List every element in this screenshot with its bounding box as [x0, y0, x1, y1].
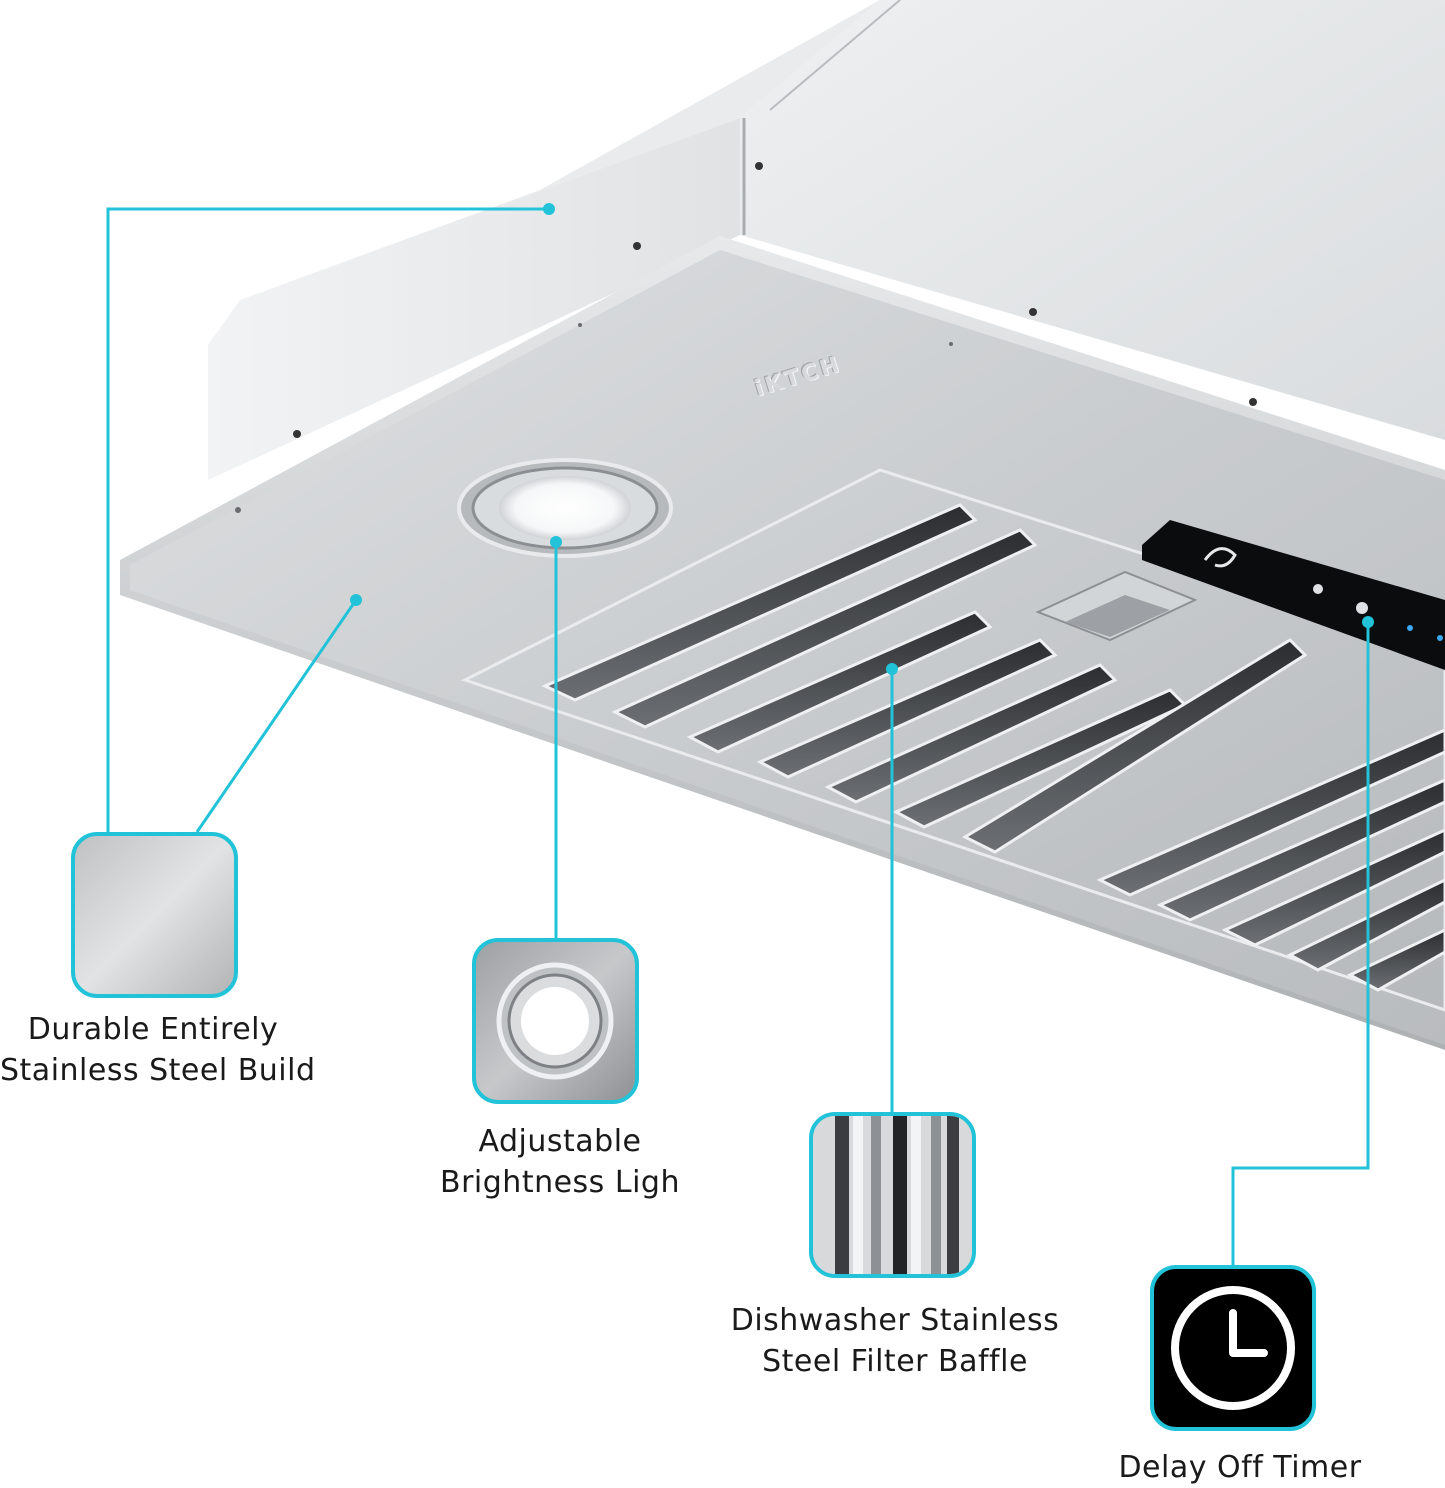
callout-dot-steel-panel [350, 594, 362, 606]
steel-plate-icon [71, 832, 238, 998]
hood-chimney-front [740, 0, 1445, 440]
baffle-filter-icon [809, 1112, 976, 1278]
clock-icon [1150, 1265, 1316, 1431]
light-ring-icon [472, 938, 639, 1104]
hood-chimney-left [208, 118, 740, 480]
callout-dot-steel-top [543, 203, 555, 215]
callout-dot-timer [1362, 616, 1374, 628]
callout-lines [106, 207, 1370, 1265]
feature-label-steel: Durable Entirely Stainless Steel Build [0, 1012, 316, 1088]
baffle-slats [541, 503, 1445, 992]
callout-dot-filter [886, 663, 898, 675]
feature-label-timer: Delay Off Timer [1118, 1450, 1362, 1485]
callout-dot-light [550, 536, 562, 548]
feature-label-filter: Dishwasher Stainless Steel Filter Baffle [730, 1303, 1060, 1379]
feature-label-light: Adjustable Brightness Ligh [440, 1124, 680, 1200]
